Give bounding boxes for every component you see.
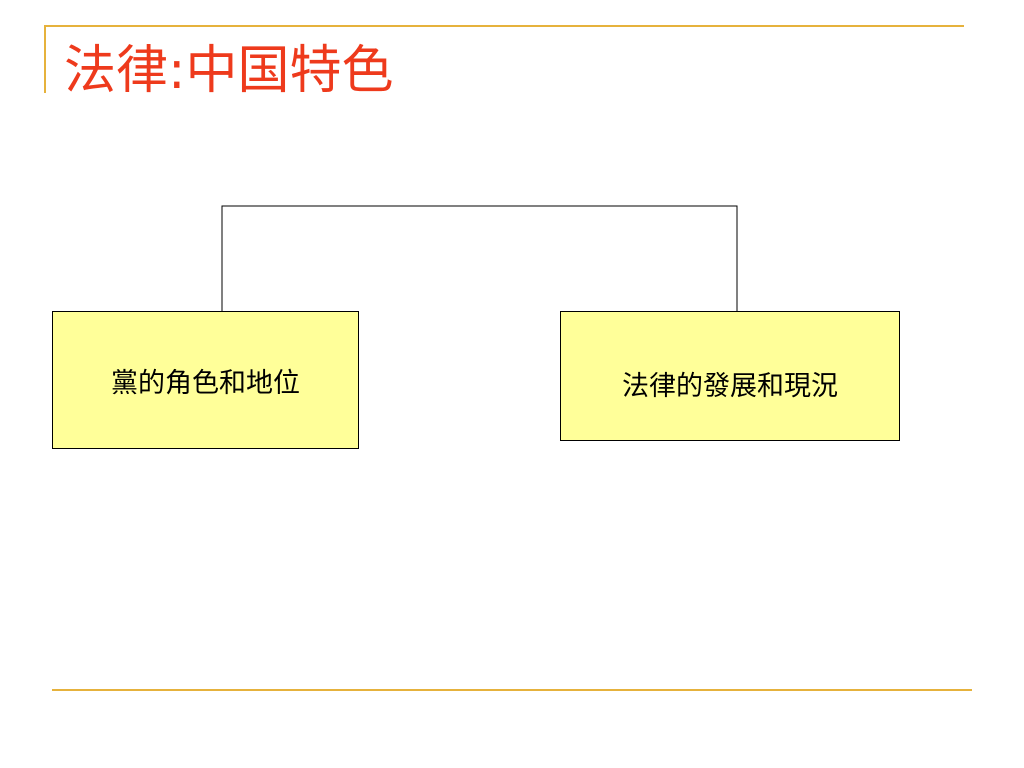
node-party-role-label: 黨的角色和地位 [111, 367, 300, 399]
node-law-development: 法律的發展和現況 [560, 311, 900, 441]
node-party-role: 黨的角色和地位 [52, 311, 359, 449]
slide-title: 法律:中国特色 [64, 41, 394, 101]
top-accent-line [44, 25, 964, 27]
bottom-accent-line [52, 689, 972, 691]
left-accent-line [44, 25, 46, 93]
bracket-connector [221, 205, 738, 311]
node-law-development-label: 法律的發展和現況 [622, 371, 838, 402]
